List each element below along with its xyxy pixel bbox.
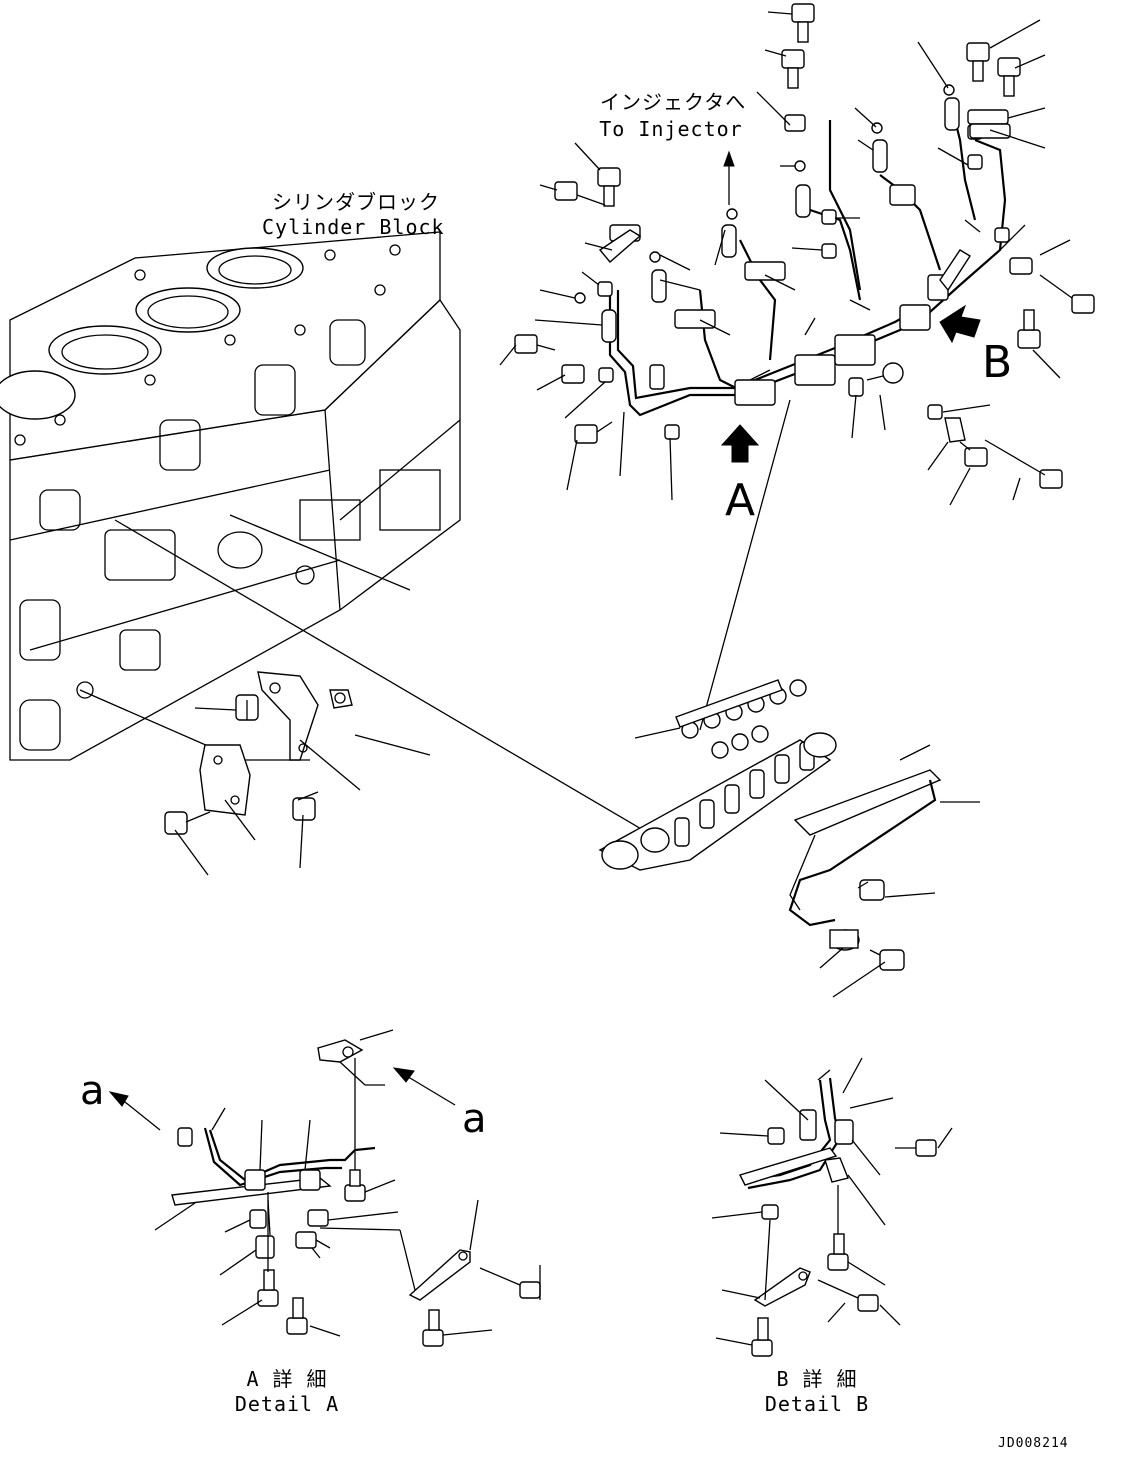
view-arrows bbox=[108, 150, 981, 1131]
detail-b-drawing bbox=[711, 1057, 953, 1357]
injector-label-en: To Injector bbox=[599, 117, 743, 141]
cylinder-block-label-en: Cylinder Block bbox=[262, 215, 445, 239]
cylinder-block bbox=[0, 231, 461, 761]
common-rail bbox=[598, 679, 980, 998]
ref-a-left: a bbox=[80, 1068, 105, 1114]
injector-harness bbox=[499, 3, 1095, 506]
view-a-marker: A bbox=[725, 475, 756, 526]
leader-lines bbox=[79, 399, 791, 841]
bracket-assembly bbox=[164, 671, 431, 876]
injector-label-ja: インジェクタへ bbox=[600, 90, 747, 114]
drawing-code: JD008214 bbox=[998, 1436, 1069, 1451]
detail-a-title-ja: A 詳 細 bbox=[246, 1367, 328, 1391]
detail-a-drawing bbox=[154, 1029, 541, 1347]
detail-b-title-en: Detail B bbox=[764, 1392, 870, 1416]
view-b-marker: B bbox=[982, 337, 1013, 388]
detail-a-title-en: Detail A bbox=[234, 1392, 340, 1416]
detail-b-title-ja: B 詳 細 bbox=[776, 1367, 858, 1391]
cylinder-block-label-ja: シリンダブロック bbox=[272, 190, 440, 214]
ref-a-right: a bbox=[462, 1096, 487, 1142]
